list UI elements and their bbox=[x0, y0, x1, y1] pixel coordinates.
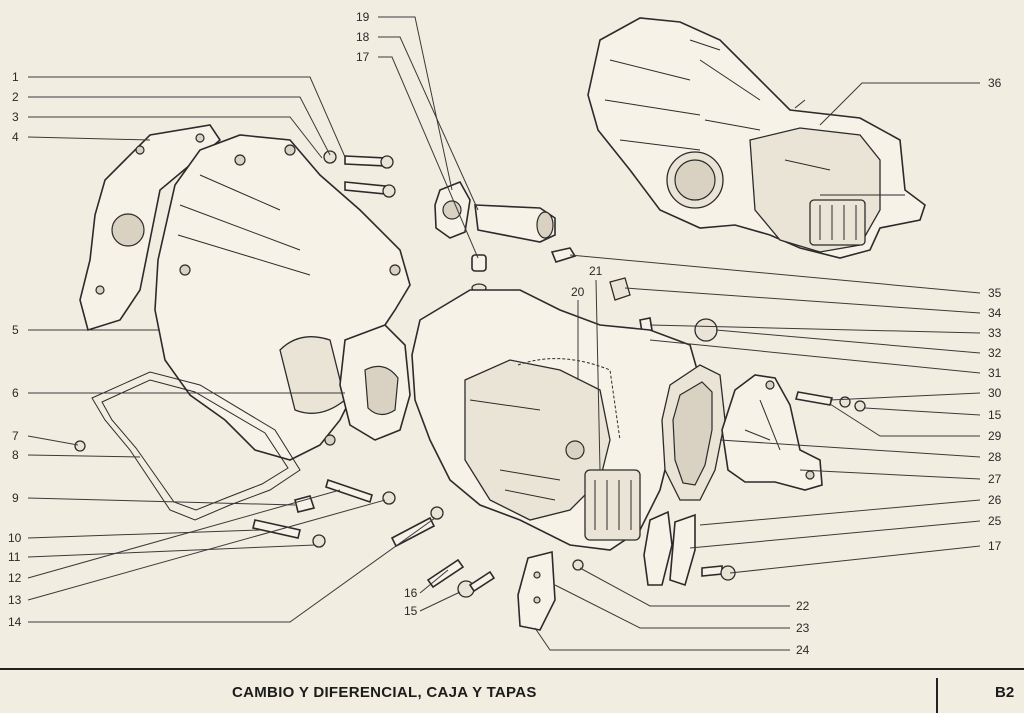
callout-14: 14 bbox=[8, 615, 22, 629]
bolts-lower-left-drawing bbox=[74, 440, 444, 548]
callout-6: 6 bbox=[12, 386, 19, 400]
callout-19: 19 bbox=[356, 10, 370, 24]
plate-24-drawing bbox=[517, 550, 584, 631]
callout-16: 16 bbox=[404, 586, 418, 600]
callout-29: 29 bbox=[988, 429, 1002, 443]
gasket-28-drawing bbox=[661, 364, 726, 501]
bolts-upper-left-drawing bbox=[323, 150, 396, 198]
cap-34-drawing bbox=[609, 277, 631, 301]
callout-21: 21 bbox=[589, 264, 603, 278]
bolt-16-drawing bbox=[426, 558, 465, 589]
footer-bar: CAMBIO Y DIFERENCIAL, CAJA Y TAPAS B2 bbox=[0, 668, 1024, 713]
callout-33: 33 bbox=[988, 326, 1002, 340]
callout-20: 20 bbox=[571, 285, 585, 299]
callout-numbers-top: 19 18 17 bbox=[356, 10, 370, 64]
callout-36: 36 bbox=[988, 76, 1002, 90]
callout-15-right: 15 bbox=[988, 408, 1002, 422]
callout-31: 31 bbox=[988, 366, 1002, 380]
footer-title: CAMBIO Y DIFERENCIAL, CAJA Y TAPAS bbox=[232, 684, 537, 701]
callout-15-middle: 15 bbox=[404, 604, 418, 618]
gasket-19-drawing bbox=[434, 180, 471, 239]
callout-28: 28 bbox=[988, 450, 1002, 464]
callout-10: 10 bbox=[8, 531, 22, 545]
callout-numbers-left: 1 2 3 4 5 6 7 8 9 10 11 12 13 14 bbox=[8, 70, 22, 629]
leader-lines bbox=[27, 16, 981, 651]
callout-30: 30 bbox=[988, 386, 1002, 400]
callout-17-right: 17 bbox=[988, 539, 1002, 553]
screw-35-drawing bbox=[550, 247, 577, 263]
screw-17-right-drawing bbox=[701, 565, 736, 581]
callout-1: 1 bbox=[12, 70, 19, 84]
callout-4: 4 bbox=[12, 130, 19, 144]
callout-numbers-middle: 21 20 16 15 bbox=[404, 264, 603, 618]
sleeve-18-drawing bbox=[474, 204, 556, 243]
callout-2: 2 bbox=[12, 90, 19, 104]
callout-23: 23 bbox=[796, 621, 810, 635]
plate-25-drawing bbox=[643, 510, 696, 587]
callout-8: 8 bbox=[12, 448, 19, 462]
callout-32: 32 bbox=[988, 346, 1002, 360]
callout-18: 18 bbox=[356, 30, 370, 44]
footer-page-code: B2 bbox=[995, 684, 1015, 701]
callout-3: 3 bbox=[12, 110, 19, 124]
callout-11: 11 bbox=[8, 550, 21, 564]
lower-gasket-drawing bbox=[91, 371, 301, 521]
main-gearbox-case-drawing bbox=[411, 289, 701, 551]
plug-32-drawing bbox=[694, 318, 718, 342]
stud-30-drawing bbox=[794, 391, 866, 412]
callout-34: 34 bbox=[988, 306, 1002, 320]
callout-27: 27 bbox=[988, 472, 1002, 486]
callout-13: 13 bbox=[8, 593, 22, 607]
callout-22: 22 bbox=[796, 599, 810, 613]
callout-numbers-right: 36 35 34 33 32 31 30 15 29 28 27 26 25 1… bbox=[796, 76, 1002, 657]
callout-35: 35 bbox=[988, 286, 1002, 300]
callout-17-top: 17 bbox=[356, 50, 370, 64]
callout-7: 7 bbox=[12, 429, 19, 443]
callout-24: 24 bbox=[796, 643, 810, 657]
footer-divider bbox=[936, 678, 938, 713]
callout-26: 26 bbox=[988, 493, 1002, 507]
bearing-cap-drawing bbox=[339, 324, 411, 441]
callout-25: 25 bbox=[988, 514, 1002, 528]
callout-12: 12 bbox=[8, 571, 22, 585]
callout-5: 5 bbox=[12, 323, 19, 337]
end-cover-27-drawing bbox=[721, 374, 823, 491]
assembled-gearbox-drawing bbox=[587, 17, 926, 259]
left-plate-drawing bbox=[79, 124, 222, 332]
bolt-15-drawing bbox=[457, 570, 496, 598]
callout-9: 9 bbox=[12, 491, 19, 505]
plug-17-drawing bbox=[471, 254, 487, 293]
